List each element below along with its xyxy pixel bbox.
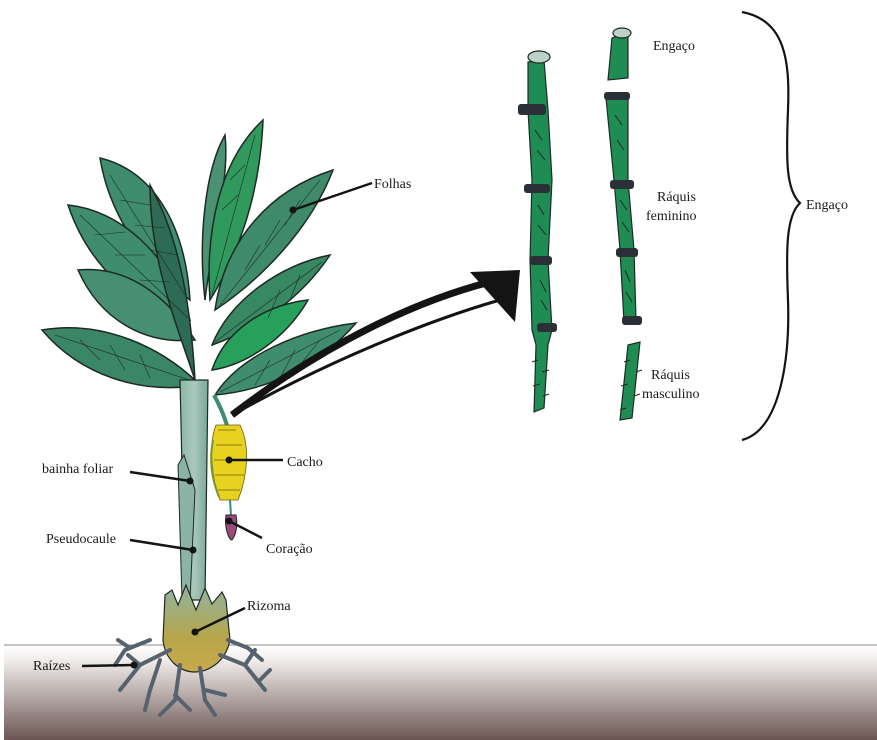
- engaco-brace: [742, 12, 800, 440]
- label-engaco-top: Engaço: [653, 39, 695, 54]
- label-raquis-feminino-1: Ráquis: [657, 190, 696, 205]
- leaves: [42, 120, 356, 395]
- label-raizes: Raízes: [33, 659, 70, 674]
- label-folhas: Folhas: [374, 177, 411, 192]
- label-raquis-feminino-2: feminino: [646, 209, 697, 224]
- label-cacho: Cacho: [287, 455, 323, 470]
- label-raquis-masculino-1: Ráquis: [651, 368, 690, 383]
- stalk-segmented: [604, 28, 642, 420]
- label-engaco-brace: Engaço: [806, 198, 848, 213]
- label-rizoma: Rizoma: [247, 599, 291, 614]
- label-bainha-foliar: bainha foliar: [42, 462, 113, 477]
- label-raquis-masculino-2: masculino: [642, 387, 700, 402]
- pseudostem: [178, 380, 208, 600]
- stalk-full: [518, 51, 557, 412]
- label-pseudocaule: Pseudocaule: [46, 532, 116, 547]
- label-coracao: Coração: [266, 542, 313, 557]
